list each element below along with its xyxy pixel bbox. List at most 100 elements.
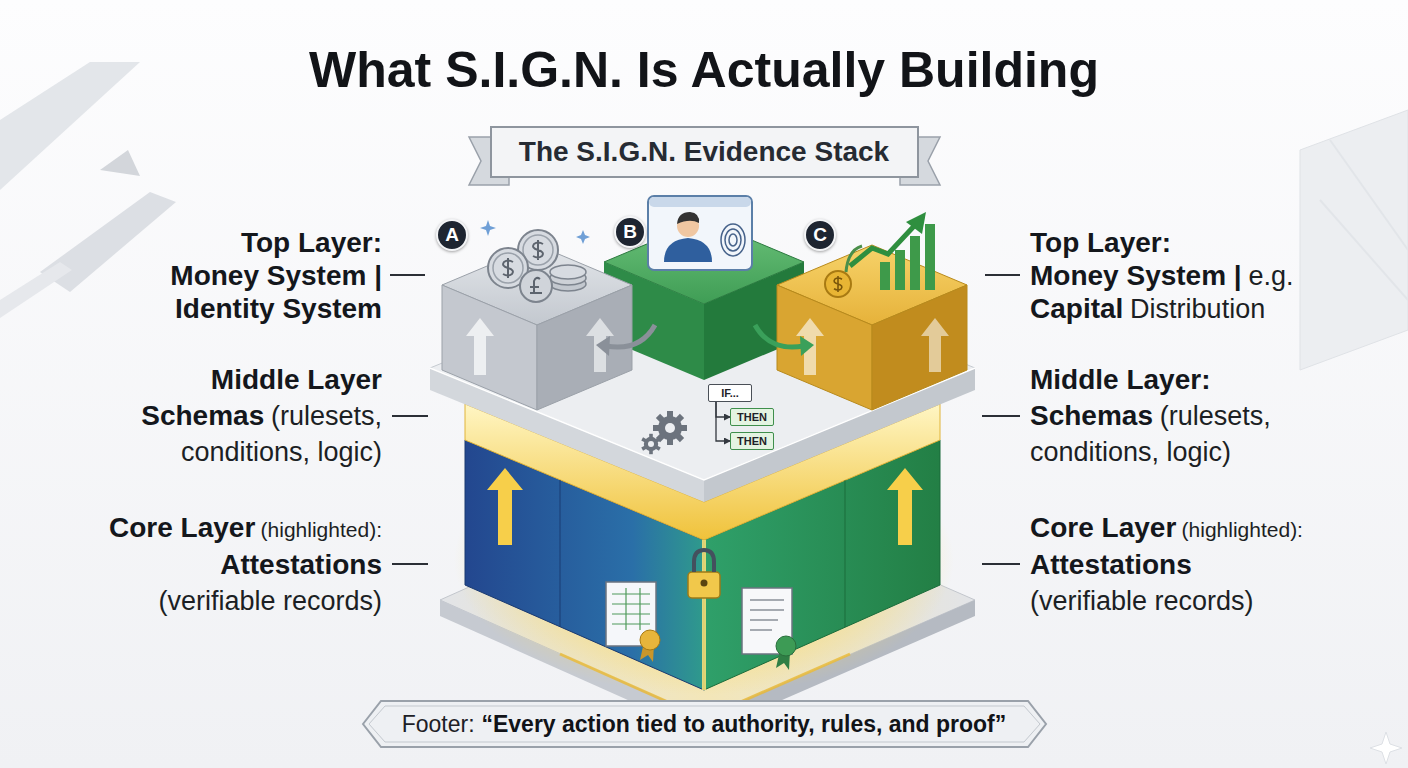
label-line: Middle Layer <box>141 362 382 398</box>
label-line: conditions, logic) <box>141 434 382 470</box>
attestation-icons <box>750 599 784 601</box>
leader-line <box>982 563 1020 565</box>
attestation-icons <box>639 588 640 630</box>
layer-label: e.g. <box>1248 261 1293 291</box>
layer-label: Core Layer <box>109 512 255 543</box>
node-text-row: B <box>616 218 644 246</box>
node-text-row: IF... <box>709 385 751 401</box>
growth-chart-icon <box>906 212 926 234</box>
layer-label-group: Core Layer (highlighted): Attestations(ver… <box>1030 509 1303 620</box>
label-line: Schemas(rulesets, <box>141 398 382 434</box>
growth-chart-icon <box>825 271 851 297</box>
callout-number: A <box>436 219 468 251</box>
layer-label: (highlighted): <box>1182 518 1303 541</box>
leader-line <box>392 563 428 565</box>
gear-icon <box>641 411 687 454</box>
attestation-icons <box>612 613 650 614</box>
leader-line <box>392 415 428 417</box>
node-text-row: A <box>438 221 466 249</box>
label-line: Top Layer: <box>170 226 382 259</box>
identity-card-icon <box>648 196 752 270</box>
node-text: A <box>445 225 459 245</box>
layer-label: Attestations <box>1030 549 1192 580</box>
node-text-row: C <box>806 221 834 249</box>
node-text-row: The S.I.G.N. Evidence Stack <box>469 127 940 177</box>
callout-number: B <box>614 216 646 248</box>
identity-card-icon <box>649 197 751 207</box>
gear-icon <box>665 423 675 433</box>
layer-label-group: Core Layer(highlighted):Attestations(ver… <box>109 509 382 620</box>
node-text-row: Footer:“Every action tied to authority, … <box>362 700 1047 748</box>
identity-card-icon <box>677 212 699 224</box>
diagram-title: What S.I.G.N. Is Actually Building <box>0 38 1408 102</box>
gear-icon <box>648 441 654 447</box>
growth-chart-icon <box>850 224 916 266</box>
node-text: THEN <box>737 434 767 448</box>
identity-card-icon <box>648 196 752 270</box>
core-attestation-layer <box>559 480 561 627</box>
identity-card-icon <box>721 224 745 256</box>
label-line: Attestations <box>1030 546 1303 583</box>
node-text: THEN <box>737 410 767 424</box>
attestation-icons <box>612 603 650 604</box>
gear-icon <box>641 434 660 454</box>
money-block <box>442 285 537 410</box>
flow-arrow-icon <box>800 336 814 356</box>
layer-label: Attestations <box>220 549 382 580</box>
node-text: The S.I.G.N. Evidence Stack <box>519 136 889 168</box>
capital-block <box>872 285 967 410</box>
coins-icon <box>530 278 542 293</box>
label-line: conditions, logic) <box>1030 434 1271 470</box>
identity-card-icon <box>725 229 741 251</box>
layer-label: Core Layer <box>1030 512 1176 543</box>
layer-label: Capital <box>1030 293 1123 324</box>
label-line: (verifiable records) <box>109 583 382 620</box>
label-line: (verifiable records) <box>1030 583 1303 620</box>
background-decoration <box>0 62 1408 764</box>
attestation-icons <box>701 580 708 587</box>
layer-label: (verifiable records) <box>158 586 382 616</box>
leader-line <box>982 415 1020 417</box>
growth-chart-icon <box>834 276 842 292</box>
gear-icon <box>658 416 682 440</box>
layer-label: Top Layer: <box>1030 227 1171 258</box>
attestation-icons <box>688 572 720 598</box>
flow-connector <box>716 402 730 417</box>
capital-block <box>777 245 967 410</box>
attestation-icons <box>776 636 796 656</box>
attestation-icons <box>640 630 660 650</box>
layer-label: Middle Layer: <box>1030 364 1210 395</box>
label-line: Core Layer (highlighted): <box>1030 509 1303 546</box>
coins-icon <box>550 265 586 279</box>
layer-label: Money System | <box>1030 260 1242 291</box>
coins-icon <box>480 220 590 302</box>
footer-outline <box>363 701 1046 747</box>
money-block <box>466 318 494 375</box>
coins-icon <box>503 258 513 278</box>
flow-arrow-icon <box>755 325 804 347</box>
background-decoration <box>1330 140 1408 250</box>
label-line: Money System |e.g. <box>1030 259 1293 292</box>
node-text: B <box>623 222 637 242</box>
action-box: THEN <box>730 408 774 426</box>
attestation-icons <box>750 609 784 611</box>
flow-arrow-icon <box>596 325 814 356</box>
money-block <box>442 245 632 410</box>
layer-label: Top Layer: <box>241 227 382 258</box>
coins-icon <box>493 253 523 283</box>
label-line: Identity System <box>170 292 382 325</box>
action-box: THEN <box>730 432 774 450</box>
attestation-icons <box>612 623 650 624</box>
layer-label-group: Middle Layer:Schemas(rulesets,conditions… <box>1030 362 1271 470</box>
growth-chart-icon <box>925 224 935 290</box>
gear-icon <box>653 411 687 445</box>
core-attestation-layer <box>887 468 923 545</box>
attestation-icons <box>750 619 778 621</box>
attestation-icons <box>612 588 650 630</box>
layer-label-group: Top Layer:Money System |Identity System <box>170 226 382 325</box>
layer-label: conditions, logic) <box>1030 437 1231 467</box>
title-ribbon: The S.I.G.N. Evidence Stack <box>469 127 940 177</box>
attestation-icons <box>612 593 650 594</box>
layer-label: Distribution <box>1130 294 1265 324</box>
